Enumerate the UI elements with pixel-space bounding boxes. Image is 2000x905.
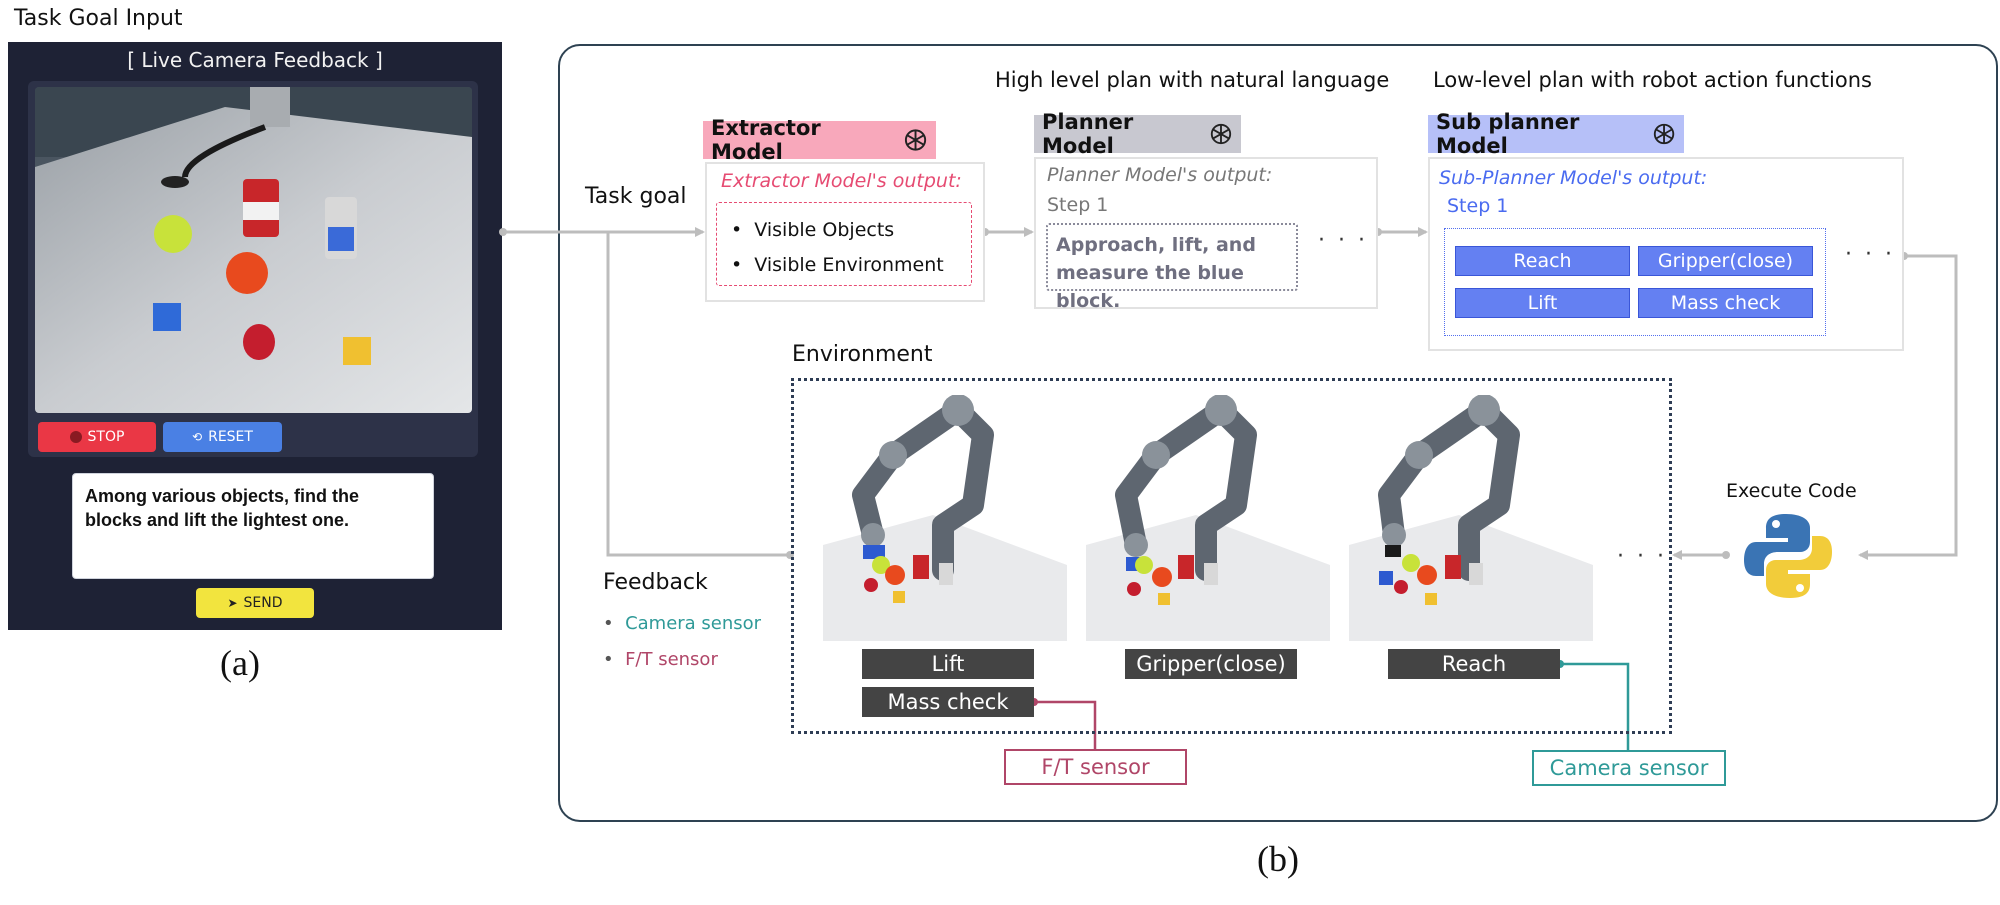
robot-arm-image	[1086, 394, 1330, 641]
stop-button-label: STOP	[87, 429, 125, 445]
sub-planner-model-label: Sub planner Model	[1436, 110, 1580, 158]
extractor-model-label: Extractor Model	[711, 116, 821, 164]
ellipsis: · · ·	[1617, 544, 1667, 569]
planner-output-box	[1034, 157, 1378, 309]
function-chip-gripper-close: Gripper(close)	[1638, 246, 1813, 276]
ellipsis: · · ·	[1845, 242, 1895, 267]
planner-model-title: Planner Model	[1034, 110, 1241, 158]
planner-output-label: Planner Model's output:	[1047, 164, 1273, 186]
function-chip-lift: Lift	[1455, 288, 1630, 318]
openai-icon	[1653, 123, 1675, 145]
python-icon	[1740, 508, 1836, 604]
extractor-output-box	[705, 162, 985, 302]
feedback-list: • Camera sensor • F/T sensor	[603, 606, 761, 678]
action-label-gripper-close: Gripper(close)	[1125, 649, 1297, 679]
camera-sensor-box: Camera sensor	[1532, 750, 1726, 786]
extractor-output-list: • Visible Objects • Visible Environment	[716, 202, 972, 286]
openai-icon	[904, 129, 927, 151]
sub-planner-model-title: Sub planner Model	[1428, 110, 1684, 158]
reset-button[interactable]: ⟲ RESET	[163, 422, 282, 452]
header-high-level-plan: High level plan with natural language	[995, 68, 1390, 92]
caption-b: (b)	[1257, 839, 1299, 879]
feedback-title: Feedback	[603, 570, 708, 595]
robot-arm-image	[1349, 394, 1593, 641]
feedback-camera-sensor: Camera sensor	[625, 613, 762, 634]
action-label-reach: Reach	[1388, 649, 1560, 679]
openai-icon	[1210, 123, 1232, 145]
list-item: • Visible Objects	[731, 219, 895, 241]
sub-planner-output-label: Sub-Planner Model's output:	[1439, 167, 1708, 189]
camera-feed-label: [ Live Camera Feedback ]	[127, 48, 383, 72]
ft-sensor-box: F/T sensor	[1004, 749, 1187, 785]
sub-planner-function-group	[1444, 228, 1826, 336]
sub-planner-step-label: Step 1	[1447, 195, 1509, 217]
feedback-ft-sensor: F/T sensor	[625, 649, 718, 670]
panel-a-title: Task Goal Input	[14, 6, 183, 31]
extractor-output-label: Extractor Model's output:	[721, 170, 962, 192]
reset-icon: ⟲	[192, 430, 203, 444]
planner-step-label: Step 1	[1047, 194, 1109, 216]
stop-icon	[69, 431, 82, 443]
camera-feed-image	[35, 87, 472, 413]
send-button-label: SEND	[243, 595, 283, 611]
action-label-lift: Lift	[862, 649, 1034, 679]
header-low-level-plan: Low-level plan with robot action functio…	[1433, 68, 1872, 92]
list-item: • Visible Environment	[731, 254, 944, 276]
send-icon: ➤	[227, 596, 238, 610]
task-goal-input[interactable]: Among various objects, find the blocks a…	[72, 473, 434, 579]
execute-code-label: Execute Code	[1726, 480, 1857, 502]
environment-box	[791, 378, 1672, 734]
stop-button[interactable]: STOP	[38, 422, 156, 452]
action-label-mass-check: Mass check	[862, 687, 1034, 717]
ellipsis: · · ·	[1318, 228, 1368, 253]
function-chip-mass-check: Mass check	[1638, 288, 1813, 318]
function-chip-reach: Reach	[1455, 246, 1630, 276]
planner-model-label: Planner Model	[1042, 110, 1134, 158]
extractor-model-title: Extractor Model	[703, 116, 936, 164]
list-item: • Camera sensor	[603, 613, 762, 634]
pipeline-frame	[558, 44, 1998, 822]
environment-label: Environment	[792, 342, 933, 367]
caption-a: (a)	[220, 643, 260, 683]
reset-button-label: RESET	[208, 429, 253, 445]
task-goal-label: Task goal	[585, 184, 687, 209]
planner-step-text: Approach, lift, and measure the blue blo…	[1046, 223, 1298, 312]
send-button[interactable]: ➤ SEND	[196, 588, 314, 618]
list-item: • F/T sensor	[603, 649, 718, 670]
robot-arm-image	[823, 394, 1067, 641]
